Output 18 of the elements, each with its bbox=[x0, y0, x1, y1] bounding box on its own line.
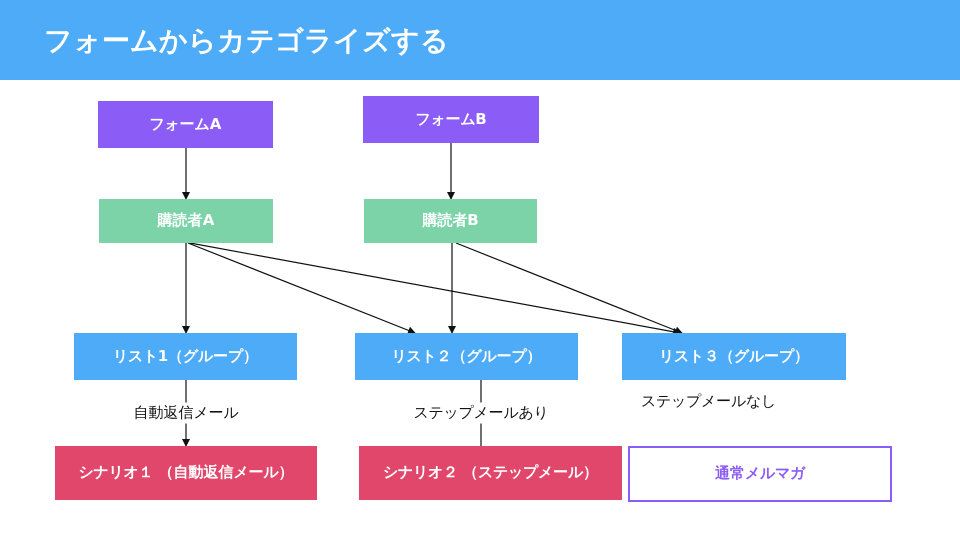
arrow bbox=[448, 243, 456, 334]
form-box: フォームB bbox=[363, 96, 539, 143]
subscriber-box: 購読者B bbox=[364, 199, 537, 243]
scenario-box: シナリオ２ （ステップメール） bbox=[359, 446, 622, 500]
page-title: フォームからカテゴライズする bbox=[44, 23, 449, 59]
list-box: リスト２（グループ） bbox=[355, 333, 578, 380]
arrow bbox=[188, 242, 416, 334]
arrow bbox=[456, 242, 683, 334]
list-box: リスト1（グループ） bbox=[74, 333, 297, 380]
form-box: フォームA bbox=[98, 101, 273, 148]
arrow bbox=[182, 148, 190, 200]
subscriber-box: 購読者A bbox=[99, 199, 273, 243]
arrow bbox=[182, 243, 190, 334]
list-box: リスト３（グループ） bbox=[622, 333, 846, 380]
scenario-box: シナリオ１ （自動返信メール） bbox=[55, 446, 317, 500]
arrow bbox=[447, 143, 455, 200]
note-text: ステップメールなし bbox=[641, 392, 776, 411]
newsletter-box: 通常メルマガ bbox=[628, 446, 892, 502]
